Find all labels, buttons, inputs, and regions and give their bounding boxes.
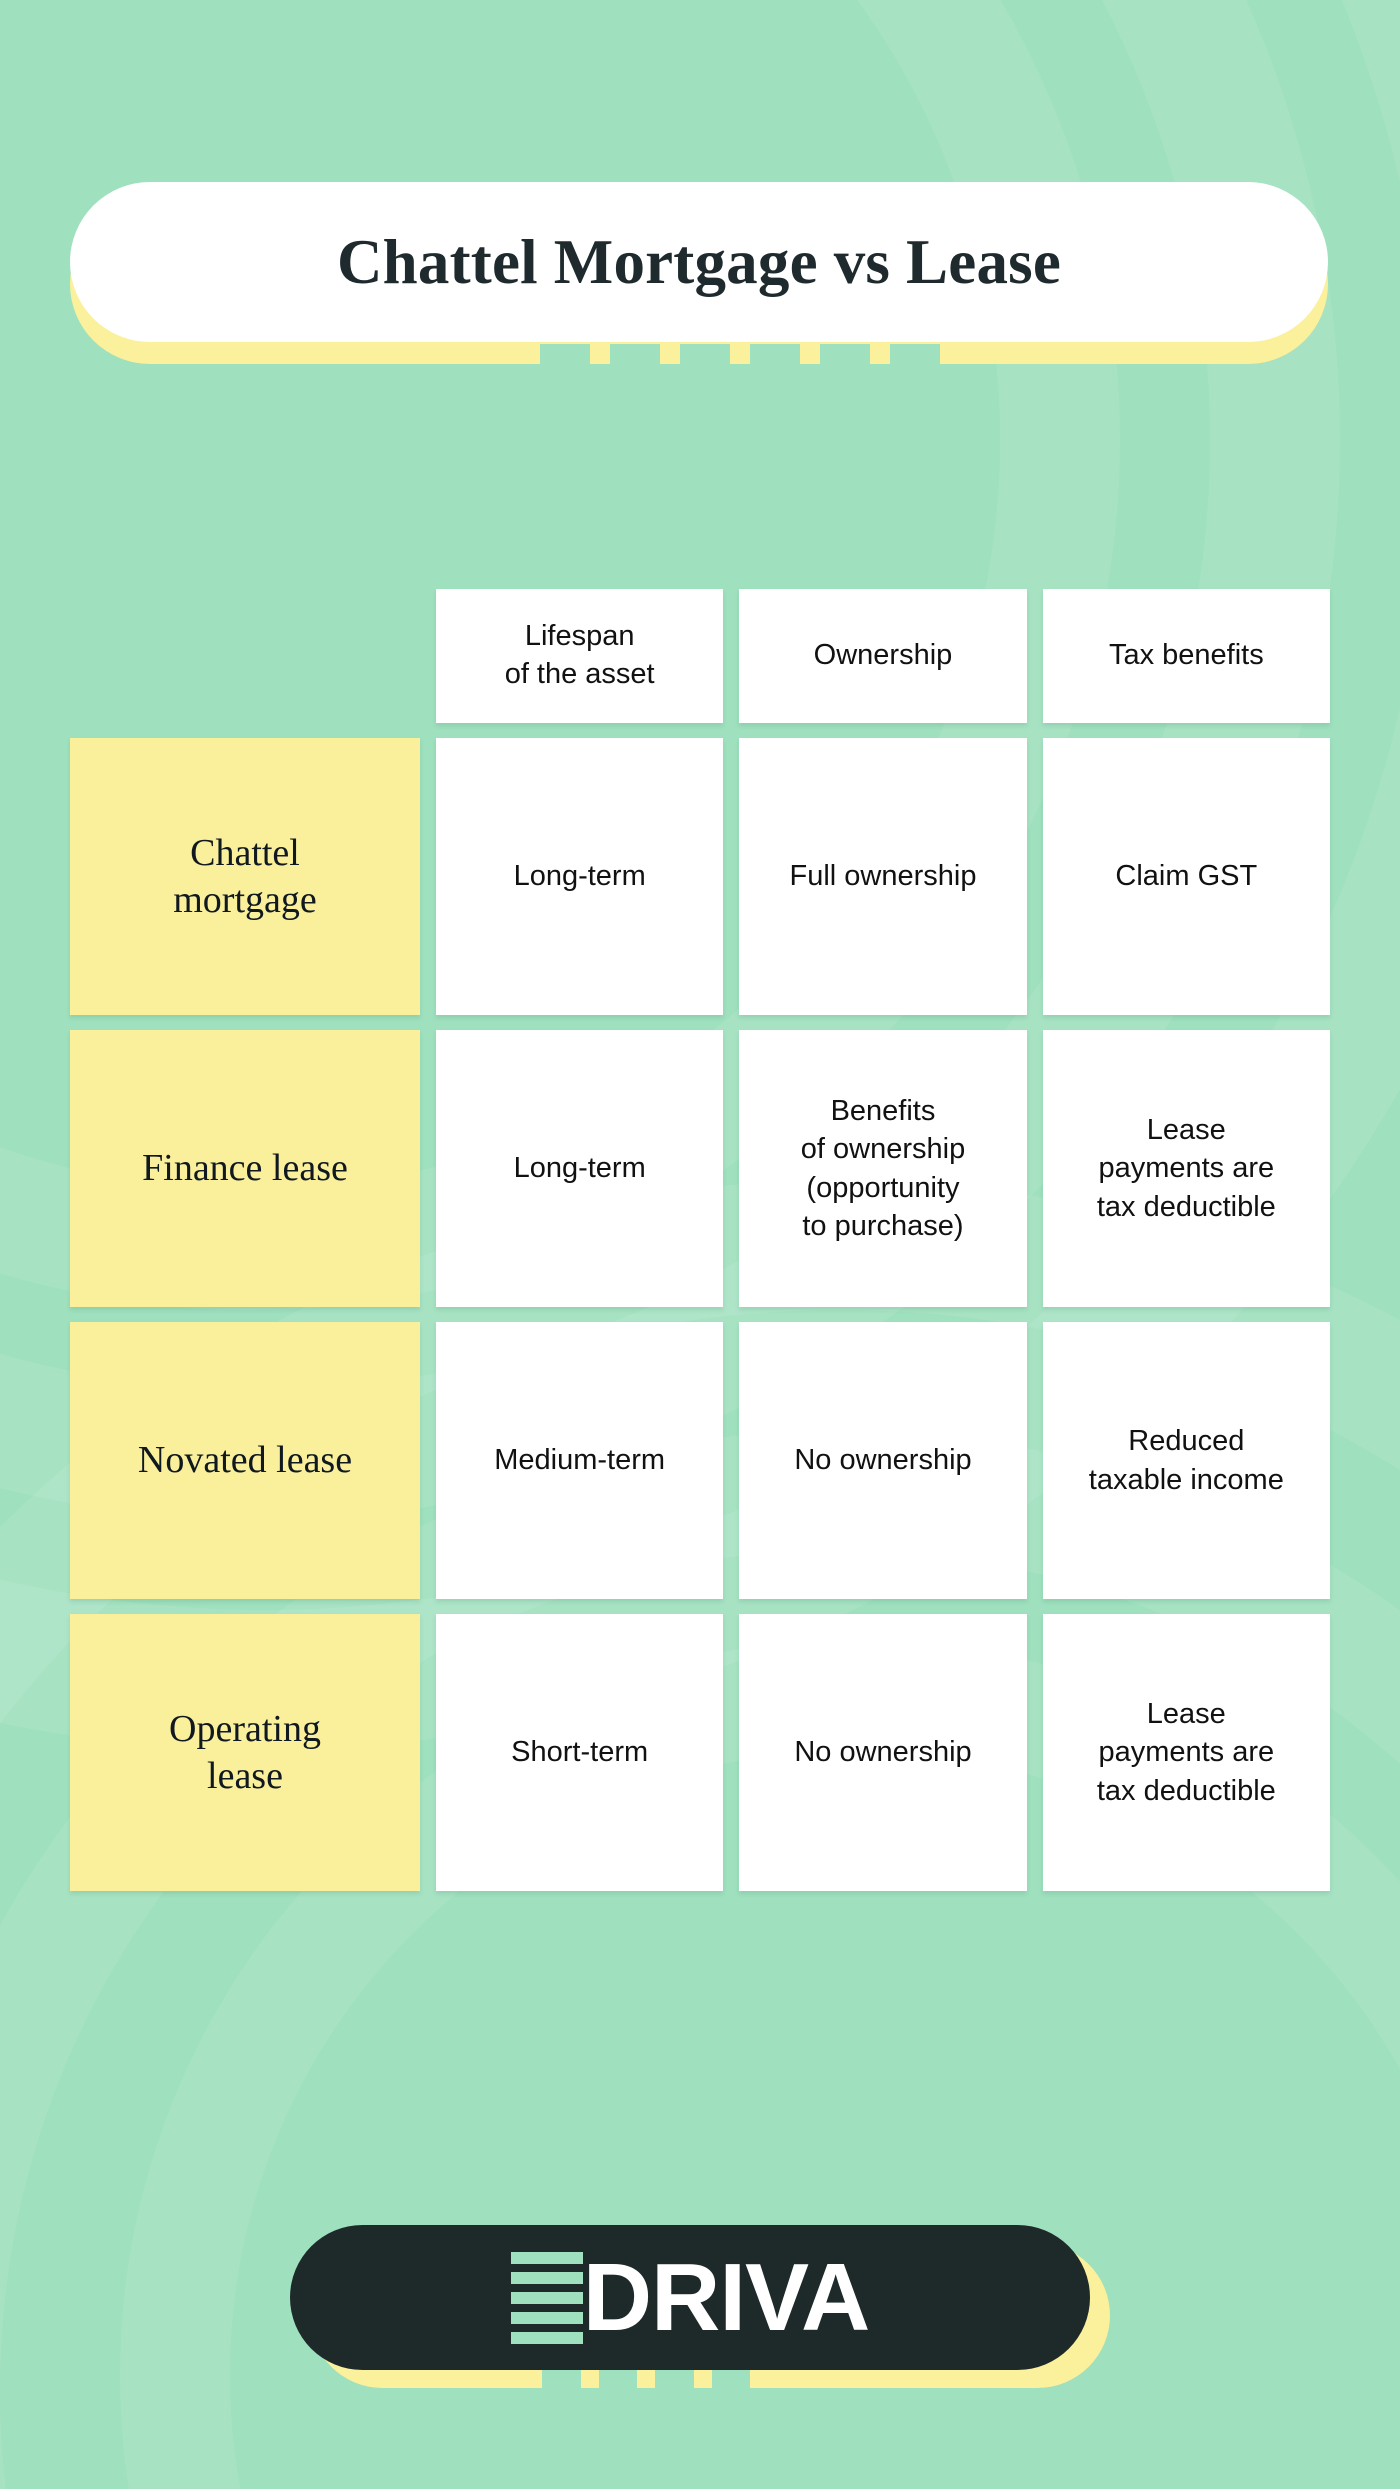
row-label-novated-lease: Novated lease xyxy=(70,1322,420,1599)
cell-novated-lease-ownership: No ownership xyxy=(739,1322,1027,1599)
table-row: Novated lease Medium-term No ownership R… xyxy=(70,1322,1330,1599)
column-header-ownership: Ownership xyxy=(739,589,1027,723)
cell-chattel-mortgage-tax-benefits: Claim GST xyxy=(1042,738,1330,1015)
brand-name: DRIVA xyxy=(582,2243,871,2351)
page-title: Chattel Mortgage vs Lease xyxy=(336,226,1062,297)
brand-logo: DRIVA xyxy=(290,2225,1110,2400)
cell-chattel-mortgage-ownership: Full ownership xyxy=(739,738,1027,1015)
cell-novated-lease-lifespan: Medium-term xyxy=(436,1322,724,1599)
title-shadow-dashes xyxy=(540,344,940,366)
logo-shadow-dashes xyxy=(542,2370,750,2390)
horizontal-bars-icon xyxy=(510,2251,583,2344)
cell-operating-lease-ownership: No ownership xyxy=(739,1614,1027,1891)
title-card: Chattel Mortgage vs Lease xyxy=(70,182,1328,342)
cell-chattel-mortgage-lifespan: Long-term xyxy=(436,738,724,1015)
cell-finance-lease-lifespan: Long-term xyxy=(436,1030,724,1307)
title-banner: Chattel Mortgage vs Lease xyxy=(70,182,1328,366)
logo-pill: DRIVA xyxy=(290,2225,1090,2370)
column-header-tax-benefits: Tax benefits xyxy=(1042,589,1330,723)
table-corner-cell xyxy=(70,589,420,723)
row-label-finance-lease: Finance lease xyxy=(70,1030,420,1307)
cell-operating-lease-lifespan: Short-term xyxy=(436,1614,724,1891)
